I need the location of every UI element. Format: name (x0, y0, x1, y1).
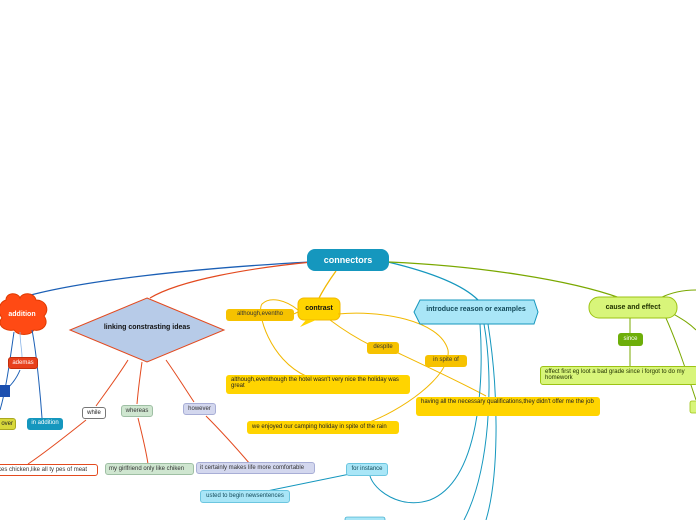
addition-node[interactable]: addition (8, 311, 36, 318)
linking-diamond-shape (68, 297, 226, 363)
offbottom-blue-node (344, 516, 386, 520)
center-node-connectors[interactable]: connectors (307, 249, 389, 271)
comfortable-example-node[interactable]: it certainly makes life more comfortable (196, 462, 315, 474)
link-contrast-despite (329, 319, 373, 347)
introduce-reason-node[interactable]: introduce reason or examples (426, 306, 526, 313)
whereas-node[interactable]: whereas (121, 405, 153, 417)
link-linking-while (95, 359, 129, 407)
offright-green-node (689, 400, 696, 414)
addition-offleft-box (0, 385, 10, 397)
ademas-node[interactable]: ademas (8, 357, 38, 369)
in-spite-of-node[interactable]: in spite of (425, 355, 467, 367)
link-center-addition (19, 261, 311, 299)
cause-shape (588, 296, 678, 319)
link-reason-down-2 (485, 323, 497, 520)
link-contrast-although (260, 299, 307, 377)
qualifications-example-node[interactable]: having all the necessary qualifications,… (416, 397, 600, 416)
contrast-shape (297, 297, 341, 321)
hotel-example-node[interactable]: although,eventhough the hotel wasn't ver… (226, 375, 410, 394)
link-linking-however (165, 359, 195, 403)
link-contrast-inspite (337, 312, 449, 425)
cause-and-effect-node[interactable]: cause and effect (605, 304, 661, 311)
link-cause-offright-3 (664, 315, 696, 401)
link-linking-whereas (136, 361, 143, 405)
despite-node[interactable]: despite (367, 342, 399, 354)
link-whereas-girlfriend (137, 417, 149, 465)
addition-cloud-shape (0, 293, 48, 335)
however-node[interactable]: however (183, 403, 216, 415)
although-node[interactable]: although,eventho (226, 309, 294, 321)
reason-hexagon-shape (413, 299, 539, 325)
link-addition-inaddition (31, 329, 43, 419)
for-instance-node[interactable]: for instance (346, 463, 388, 476)
since-node[interactable]: since (618, 333, 643, 346)
effect-example-node[interactable]: effect first eg loot a bad grade since i… (540, 366, 696, 385)
usted-node[interactable]: usted to begin newsentences (200, 490, 290, 503)
rain-example-node[interactable]: we enjoyed our camping holiday in spite … (247, 421, 399, 434)
link-addition-ademas (19, 331, 23, 358)
link-center-linking (149, 261, 313, 299)
link-addition-left (0, 331, 15, 411)
while-node[interactable]: while (82, 407, 106, 419)
meat-example-node[interactable]: kes chicken,like all ty pes of meat (0, 464, 98, 476)
link-despite-having (395, 351, 487, 397)
link-center-contrast (317, 270, 337, 301)
contrast-node[interactable]: contrast (305, 305, 333, 312)
linking-node[interactable]: linking constrasting ideas (103, 324, 191, 331)
contrast-tail (300, 320, 316, 327)
link-center-reason (387, 261, 479, 301)
in-addition-node[interactable]: in addition (27, 418, 63, 430)
link-reason-down-1 (463, 323, 490, 520)
girlfriend-example-node[interactable]: my girlfriend only like chiken (105, 463, 194, 475)
link-while-meat (27, 419, 87, 465)
link-however-comfortable (205, 415, 251, 465)
over-node[interactable]: over (0, 418, 16, 430)
link-reason-forinstance (369, 323, 482, 504)
link-center-cause (388, 261, 621, 299)
